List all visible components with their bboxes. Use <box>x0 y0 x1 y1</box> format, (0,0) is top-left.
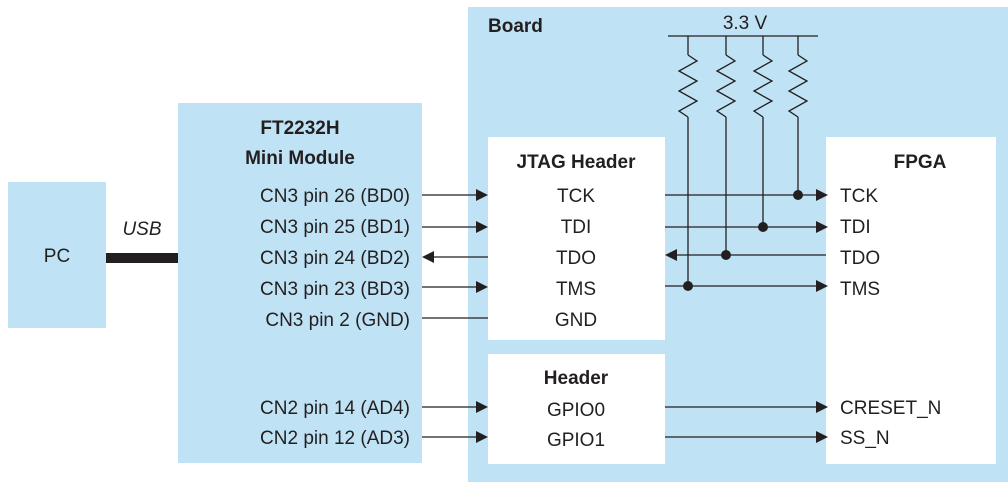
module-pin-label: CN3 pin 2 (GND) <box>265 310 410 331</box>
jtag-header-title: JTAG Header <box>517 152 637 173</box>
fpga-pin-label: TMS <box>840 279 880 300</box>
gpio-signal-label: GPIO0 <box>547 400 605 421</box>
usb-cable <box>106 253 178 263</box>
junction-dot <box>683 281 693 291</box>
jtag-header-box <box>488 137 665 340</box>
arrow-head <box>816 280 828 292</box>
arrow-head <box>816 431 828 443</box>
module-title-line1: FT2232H <box>260 118 339 139</box>
fpga-pin-label: SS_N <box>840 428 890 449</box>
gpio-header-box <box>488 354 665 464</box>
arrow-head <box>422 251 434 263</box>
arrow-head <box>665 249 677 261</box>
fpga-box <box>826 137 996 464</box>
pullup-resistor-tdo <box>715 36 737 255</box>
usb-label: USB <box>122 219 161 240</box>
junction-dot <box>793 190 803 200</box>
jtag-signal-label: TDO <box>556 248 596 269</box>
gpio-signal-label: GPIO1 <box>547 430 605 451</box>
module-pin-label: CN2 pin 12 (AD3) <box>260 428 410 449</box>
module-pin-label: CN3 pin 26 (BD0) <box>260 186 410 207</box>
pullup-resistor-tms <box>677 36 699 286</box>
module-pin-label: CN3 pin 23 (BD3) <box>260 279 410 300</box>
pc-box <box>8 182 106 328</box>
arrow-head <box>476 189 488 201</box>
board-label: Board <box>488 16 543 37</box>
module-pin-label: CN3 pin 24 (BD2) <box>260 248 410 269</box>
jtag-signal-label: TCK <box>557 186 595 207</box>
jtag-signal-label: GND <box>555 310 597 331</box>
pullup-resistor-tck <box>787 36 809 195</box>
module-title-line2: Mini Module <box>245 148 355 169</box>
arrow-head <box>816 189 828 201</box>
fpga-pin-label: CRESET_N <box>840 398 941 419</box>
module-pin-label: CN2 pin 14 (AD4) <box>260 398 410 419</box>
junction-dot <box>758 222 768 232</box>
arrow-head <box>816 221 828 233</box>
power-rail-label: 3.3 V <box>723 13 768 34</box>
fpga-title: FPGA <box>894 152 947 173</box>
gpio-header-title: Header <box>544 368 609 389</box>
fpga-pin-label: TDI <box>840 217 871 238</box>
junction-dot <box>721 250 731 260</box>
arrow-head <box>476 221 488 233</box>
arrow-head <box>476 281 488 293</box>
pc-label: PC <box>44 246 70 267</box>
module-pin-label: CN3 pin 25 (BD1) <box>260 217 410 238</box>
jtag-signal-label: TMS <box>556 279 596 300</box>
pullup-resistor-tdi <box>752 36 774 227</box>
arrow-head <box>476 401 488 413</box>
ft2232h-module-box <box>178 103 422 463</box>
fpga-pin-label: TDO <box>840 248 880 269</box>
fpga-pin-label: TCK <box>840 186 878 207</box>
jtag-signal-label: TDI <box>561 217 592 238</box>
arrow-head <box>476 431 488 443</box>
arrow-head <box>816 401 828 413</box>
